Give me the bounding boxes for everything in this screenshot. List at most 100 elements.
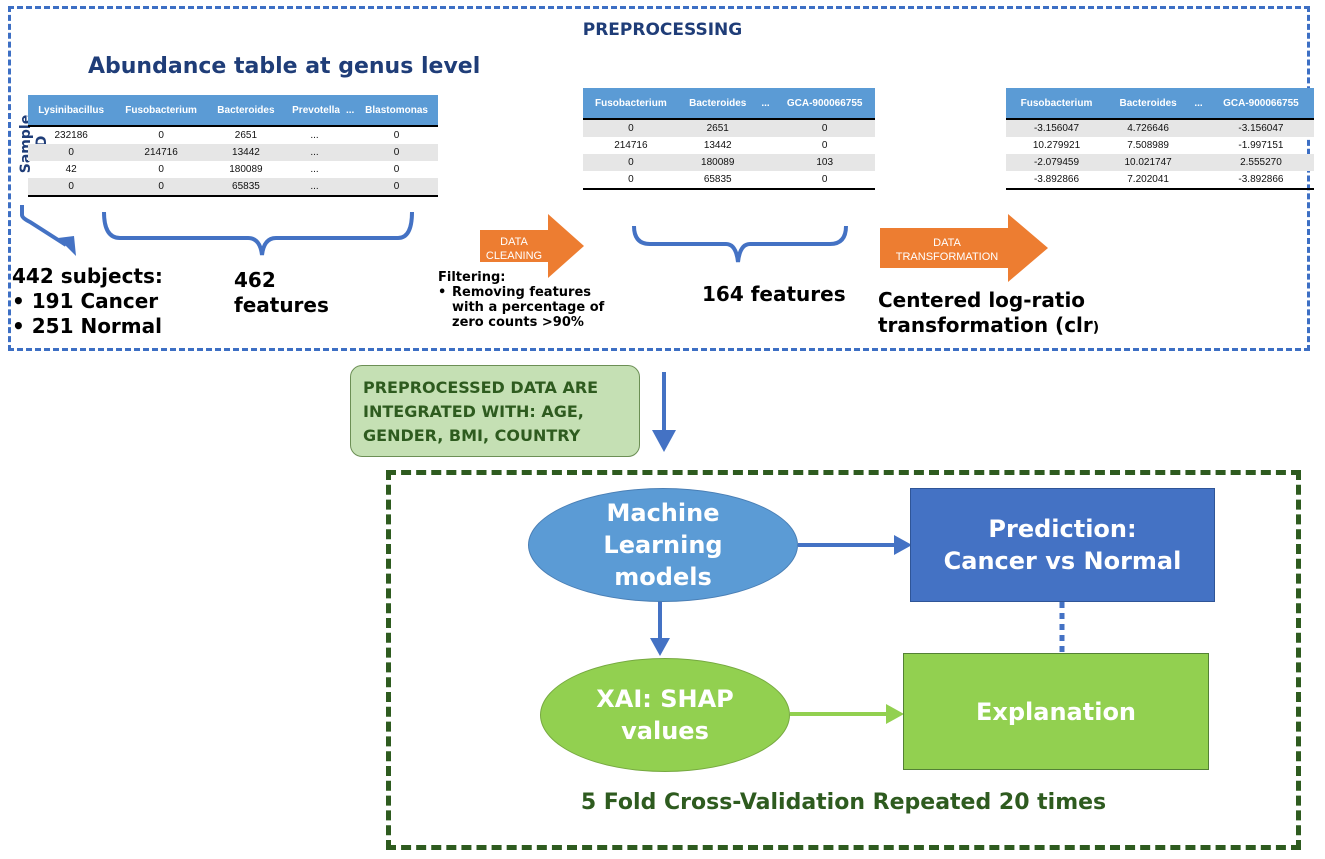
clr-line2-suffix: ): [1092, 320, 1100, 336]
cleaned-table: Fusobacterium Bacteroides ... GCA-900066…: [583, 88, 875, 190]
subjects-arrow: [20, 205, 68, 247]
ml-models-ellipse: Machine Learning models: [528, 488, 798, 602]
table-cell: [756, 171, 775, 190]
table-cell: [1189, 118, 1208, 137]
filtering-title: Filtering:: [438, 270, 506, 285]
table-cell: 2651: [207, 125, 284, 144]
table1-header: Fusobacterium: [114, 95, 208, 126]
table1-header: Prevotella: [283, 95, 346, 126]
table-row: 10.279921 7.508989 -1.997151: [1006, 137, 1314, 154]
ml-line: models: [614, 563, 712, 591]
table-cell: 0: [355, 125, 438, 144]
xai-line: XAI: SHAP: [596, 685, 734, 713]
table-row: -3.892866 7.202041 -3.892866: [1006, 171, 1314, 190]
table3-header: ...: [1189, 88, 1208, 119]
filtering-line: Removing features: [452, 285, 592, 300]
table2-header: Bacteroides: [678, 88, 757, 119]
prediction-classes: Cancer vs Normal: [943, 547, 1182, 575]
clr-line2: transformation (clr: [878, 313, 1093, 337]
ml-line: Machine: [606, 499, 720, 527]
table-cell: ...: [283, 178, 346, 197]
abundance-table: Lysinibacillus Fusobacterium Bacteroides…: [28, 95, 438, 197]
table-cell: 0: [774, 171, 875, 190]
table1-header: Lysinibacillus: [28, 95, 115, 126]
table-cell: 103: [774, 154, 875, 171]
table-cell: 7.508989: [1127, 140, 1169, 151]
data-cleaning-label: DATA CLEANING: [485, 236, 543, 262]
table-row: 0 180089 103: [583, 154, 875, 171]
subjects-total: 442 subjects:: [12, 264, 163, 288]
clr-table: Fusobacterium Bacteroides ... GCA-900066…: [1006, 88, 1314, 190]
table-cell: 65835: [207, 178, 284, 197]
table-row: 214716 13442 0: [583, 137, 875, 154]
table-cell: 180089: [229, 164, 263, 175]
data-transformation-arrow: [880, 214, 1048, 282]
xai-to-explanation-arrow-head: [886, 704, 904, 724]
table-cell: 10.021747: [1107, 154, 1190, 171]
table3-header: Fusobacterium: [1006, 88, 1107, 119]
table-cell: 4.726646: [1107, 118, 1190, 137]
table1-header: Blastomonas: [355, 95, 438, 126]
table-cell: 42: [65, 164, 77, 175]
ml-to-prediction-arrow-head: [894, 535, 912, 555]
features-462-number: 462: [234, 268, 276, 292]
integration-line: INTEGRATED WITH: AGE,: [363, 402, 584, 421]
table-cell: 0: [114, 178, 208, 197]
table-row: -3.156047 4.726646 -3.156047: [1006, 118, 1314, 137]
table-row: 0 2651 0: [583, 118, 875, 137]
table3-header: GCA-900066755: [1207, 88, 1314, 119]
table-cell: [756, 154, 775, 171]
xai-line: values: [621, 717, 709, 745]
data-transformation-label: DATA TRANSFORMATION: [895, 237, 999, 263]
table-cell: 0: [158, 164, 164, 175]
table-cell: 0: [583, 171, 679, 190]
ml-to-xai-arrow-head: [650, 638, 670, 656]
model-frame: [386, 470, 1301, 850]
abundance-title: Abundance table at genus level: [88, 54, 481, 79]
integration-note: PREPROCESSED DATA ARE INTEGRATED WITH: A…: [350, 365, 640, 457]
table-row: 0 65835 0: [583, 171, 875, 190]
features-462: 462 features: [234, 268, 329, 318]
table-cell: [1189, 154, 1208, 171]
table-row: -2.079459 10.021747 2.555270: [1006, 154, 1314, 171]
clr-line1: Centered log-ratio: [878, 288, 1086, 312]
table-cell: 7.202041: [1107, 171, 1190, 190]
table2-header: GCA-900066755: [774, 88, 875, 119]
table-cell: [756, 118, 775, 137]
subjects-normal: • 251 Normal: [12, 314, 162, 338]
table-cell: 214716: [614, 140, 648, 151]
table-cell: 0: [28, 178, 115, 197]
ml-line: Learning: [603, 531, 723, 559]
data-cleaning-arrow: [480, 214, 584, 278]
table-row: 232186 0 2651 ... 0: [28, 125, 438, 144]
brace-164: [632, 225, 848, 263]
preprocessing-title: PREPROCESSING: [582, 20, 743, 40]
table-cell: 214716: [114, 144, 208, 161]
filtering-line: zero counts >90%: [452, 315, 584, 330]
table-row: 0 214716 13442 ... 0: [28, 144, 438, 161]
filtering-bullet: •: [438, 285, 447, 300]
table1-header: Bacteroides: [207, 95, 284, 126]
table-cell: 0: [393, 164, 400, 175]
prediction-box: Prediction: Cancer vs Normal: [910, 488, 1215, 602]
cross-validation-label: 5 Fold Cross-Validation Repeated 20 time…: [580, 790, 1107, 815]
clr-label: Centered log-ratio transformation (clr): [878, 288, 1099, 341]
table-row: 42 0 180089 ... 0: [28, 161, 438, 178]
table-cell: 0: [114, 125, 208, 144]
table-cell: 0: [583, 118, 679, 137]
features-164: 164 features: [702, 282, 846, 306]
table-cell: 2651: [678, 118, 757, 137]
brace-462: [102, 211, 414, 256]
table1-header: ...: [345, 95, 356, 126]
features-462-label: features: [234, 293, 329, 317]
table2-header: Fusobacterium: [583, 88, 679, 119]
table-cell: ...: [310, 164, 319, 175]
subjects-summary: 442 subjects: • 191 Cancer • 251 Normal: [12, 264, 163, 339]
table-cell: 13442: [703, 140, 732, 151]
table-cell: -2.079459: [1006, 154, 1107, 171]
filtering-line: with a percentage of: [452, 300, 605, 315]
filtering-note: Filtering: • Removing features with a pe…: [438, 270, 604, 330]
table-cell: -1.997151: [1238, 140, 1284, 151]
table-cell: 0: [355, 178, 438, 197]
table-cell: -3.156047: [1207, 118, 1314, 137]
